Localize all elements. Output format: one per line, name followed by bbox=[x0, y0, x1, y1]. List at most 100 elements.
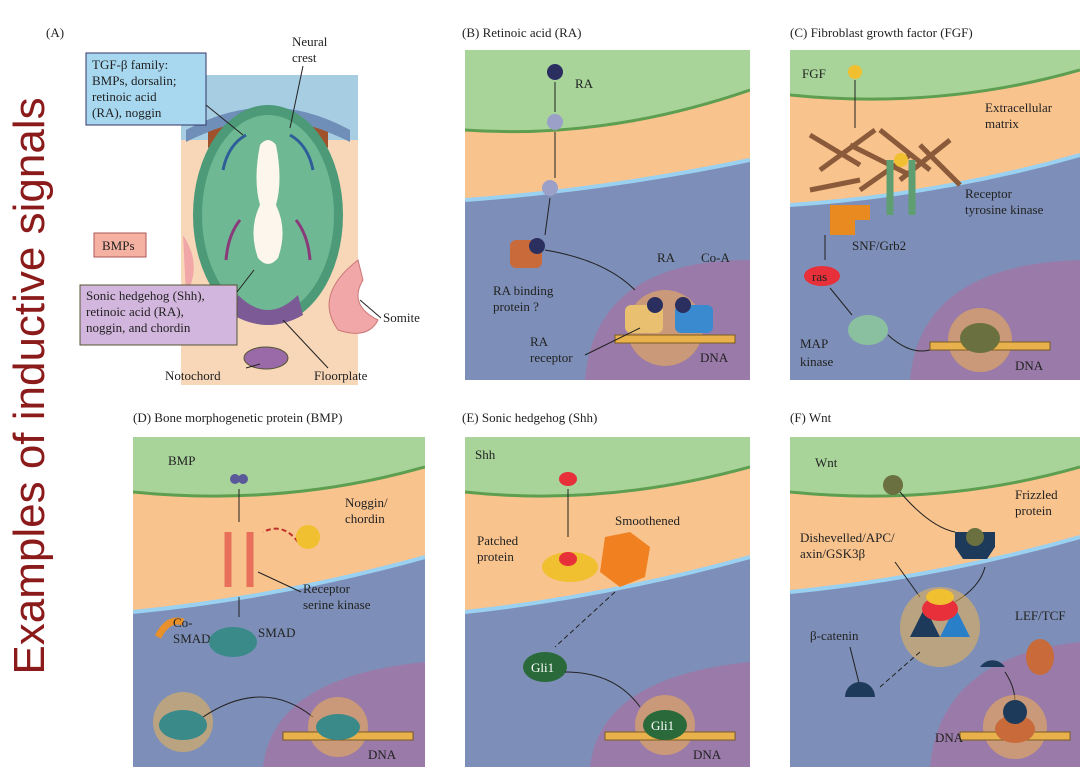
upper-membrane bbox=[465, 88, 750, 134]
floorplate-shape bbox=[233, 295, 303, 325]
bmps-box-text: BMPs bbox=[102, 238, 135, 253]
shh-leader bbox=[236, 269, 255, 293]
smad-complex bbox=[159, 710, 207, 740]
receptor-line-1: RA bbox=[530, 334, 549, 349]
matrix-line-2: matrix bbox=[985, 116, 1019, 131]
snf-label: SNF/Grb2 bbox=[852, 238, 906, 253]
ra-label-2: RA bbox=[657, 250, 676, 265]
bmp-label: BMP bbox=[168, 453, 195, 468]
tgf-line-2: BMPs, dorsalin; bbox=[92, 73, 177, 88]
panel-b-diagram: RA RA binding protein ? RA Co-A RA recep… bbox=[465, 50, 750, 380]
ras-arrow bbox=[829, 287, 853, 316]
gli1-shape bbox=[523, 652, 567, 682]
shh-line-3: noggin, and chordin bbox=[86, 320, 191, 335]
ra-molecule-2 bbox=[547, 114, 563, 130]
dna-label: DNA bbox=[935, 730, 964, 745]
snf-grb2-shape bbox=[830, 205, 870, 235]
panel-f-label: (F) Wnt bbox=[790, 410, 832, 425]
panel-d-label: (D) Bone morphogenetic protein (BMP) bbox=[133, 410, 343, 425]
ra-molecule-3 bbox=[542, 180, 558, 196]
destruction-complex-a bbox=[910, 607, 940, 637]
panel-e-label: (E) Sonic hedgehog (Shh) bbox=[462, 410, 598, 425]
receptor-line-2: receptor bbox=[530, 350, 573, 365]
lower-membrane bbox=[133, 555, 425, 614]
destruction-complex-b bbox=[940, 607, 970, 637]
ras-label: ras bbox=[812, 269, 827, 284]
map-kinase-shape bbox=[848, 315, 888, 345]
tgf-line-1: TGF-β family: bbox=[92, 57, 168, 72]
fgf-bound bbox=[894, 153, 908, 167]
smad-on-dna bbox=[316, 714, 360, 740]
notochord-shape bbox=[243, 346, 289, 370]
noggin-inhibit-arrow bbox=[262, 527, 299, 543]
receptor-line-1: Receptor bbox=[965, 186, 1013, 201]
arrow-ventral-right bbox=[294, 219, 312, 261]
catenin-leader bbox=[849, 646, 861, 688]
wnt-arrow bbox=[899, 491, 956, 533]
surface-ectoderm bbox=[186, 107, 350, 142]
right-somite bbox=[328, 259, 379, 334]
coa-label: Co-A bbox=[701, 250, 731, 265]
rtk-receptor bbox=[886, 160, 916, 215]
upper-membrane bbox=[465, 465, 750, 498]
upper-cell bbox=[790, 437, 1080, 497]
shh-molecule bbox=[559, 472, 577, 486]
panel-b-label: (B) Retinoic acid (RA) bbox=[462, 25, 582, 40]
frizzled-line-2: protein bbox=[1015, 503, 1052, 518]
panel-b: RA RA binding protein ? RA Co-A RA recep… bbox=[465, 50, 750, 380]
catenin-on-dna bbox=[1003, 700, 1027, 724]
tgf-leader bbox=[205, 104, 244, 136]
dishevelled-line-2: axin/GSK3β bbox=[800, 546, 866, 561]
shh-box bbox=[79, 284, 238, 346]
ra-arrow-4 bbox=[544, 249, 636, 291]
upper-membrane bbox=[790, 68, 1080, 101]
bmp-dimer-1 bbox=[230, 474, 240, 484]
panel-a: TGF-β family: BMPs, dorsalin; retinoic a… bbox=[78, 30, 448, 390]
shh-label: Shh bbox=[475, 447, 496, 462]
destruction-complex-d bbox=[926, 589, 954, 605]
gli1-arrow bbox=[564, 671, 641, 708]
neural-crest-line-2: crest bbox=[292, 50, 317, 65]
shh-line-1: Sonic hedgehog (Shh), bbox=[86, 288, 205, 303]
noggin-shape bbox=[296, 525, 320, 549]
receptor-serine-kinase bbox=[224, 532, 254, 587]
dna-strand bbox=[614, 334, 736, 344]
matrix-fibers bbox=[808, 127, 962, 193]
fgf-label: FGF bbox=[802, 66, 826, 81]
shh-bound bbox=[559, 552, 577, 566]
notochord-label: Notochord bbox=[165, 368, 221, 383]
lower-membrane bbox=[465, 158, 750, 202]
panel-c-label: (C) Fibroblast growth factor (FGF) bbox=[790, 25, 973, 40]
smad-label: SMAD bbox=[258, 625, 296, 640]
patched-line-1: Patched bbox=[477, 533, 519, 548]
lef-shape bbox=[1026, 639, 1054, 675]
gli1-label-2: Gli1 bbox=[651, 718, 674, 733]
dna-label: DNA bbox=[368, 747, 397, 762]
cosmad-line-2: SMAD bbox=[173, 631, 211, 646]
ra-bound-1 bbox=[647, 297, 663, 313]
notochord-leader bbox=[245, 363, 261, 369]
wnt-molecule bbox=[883, 475, 903, 495]
complex-arrow bbox=[202, 696, 314, 718]
somite-label: Somite bbox=[383, 310, 420, 325]
panel-c-diagram: FGF Extracellular matrix Receptor tyrosi… bbox=[790, 50, 1080, 380]
gli1-label: Gli1 bbox=[531, 660, 554, 675]
floorplate-label: Floorplate bbox=[314, 368, 368, 383]
panel-f-diagram: Wnt Frizzled protein Dishevelled/APC/ ax… bbox=[790, 437, 1080, 767]
upper-membrane bbox=[790, 465, 1080, 498]
lower-membrane bbox=[790, 153, 1080, 207]
wnt-label: Wnt bbox=[815, 455, 838, 470]
receptor-line-2: tyrosine kinase bbox=[965, 202, 1044, 217]
smoothened-label: Smoothened bbox=[615, 513, 680, 528]
ra-bound-2 bbox=[675, 297, 691, 313]
tgf-line-4: (RA), noggin bbox=[92, 105, 162, 120]
binding-line-2: protein ? bbox=[493, 299, 539, 314]
gli1-on-dna bbox=[643, 710, 687, 740]
arrow-dorsal-left bbox=[221, 133, 247, 171]
left-somite bbox=[183, 235, 194, 295]
catenin-label: β-catenin bbox=[810, 628, 859, 643]
shh-line-2: retinoic acid (RA), bbox=[86, 304, 184, 319]
ra-molecule-4 bbox=[529, 238, 545, 254]
panel-c: FGF Extracellular matrix Receptor tyrosi… bbox=[790, 50, 1080, 380]
tf-shape bbox=[960, 323, 1000, 353]
